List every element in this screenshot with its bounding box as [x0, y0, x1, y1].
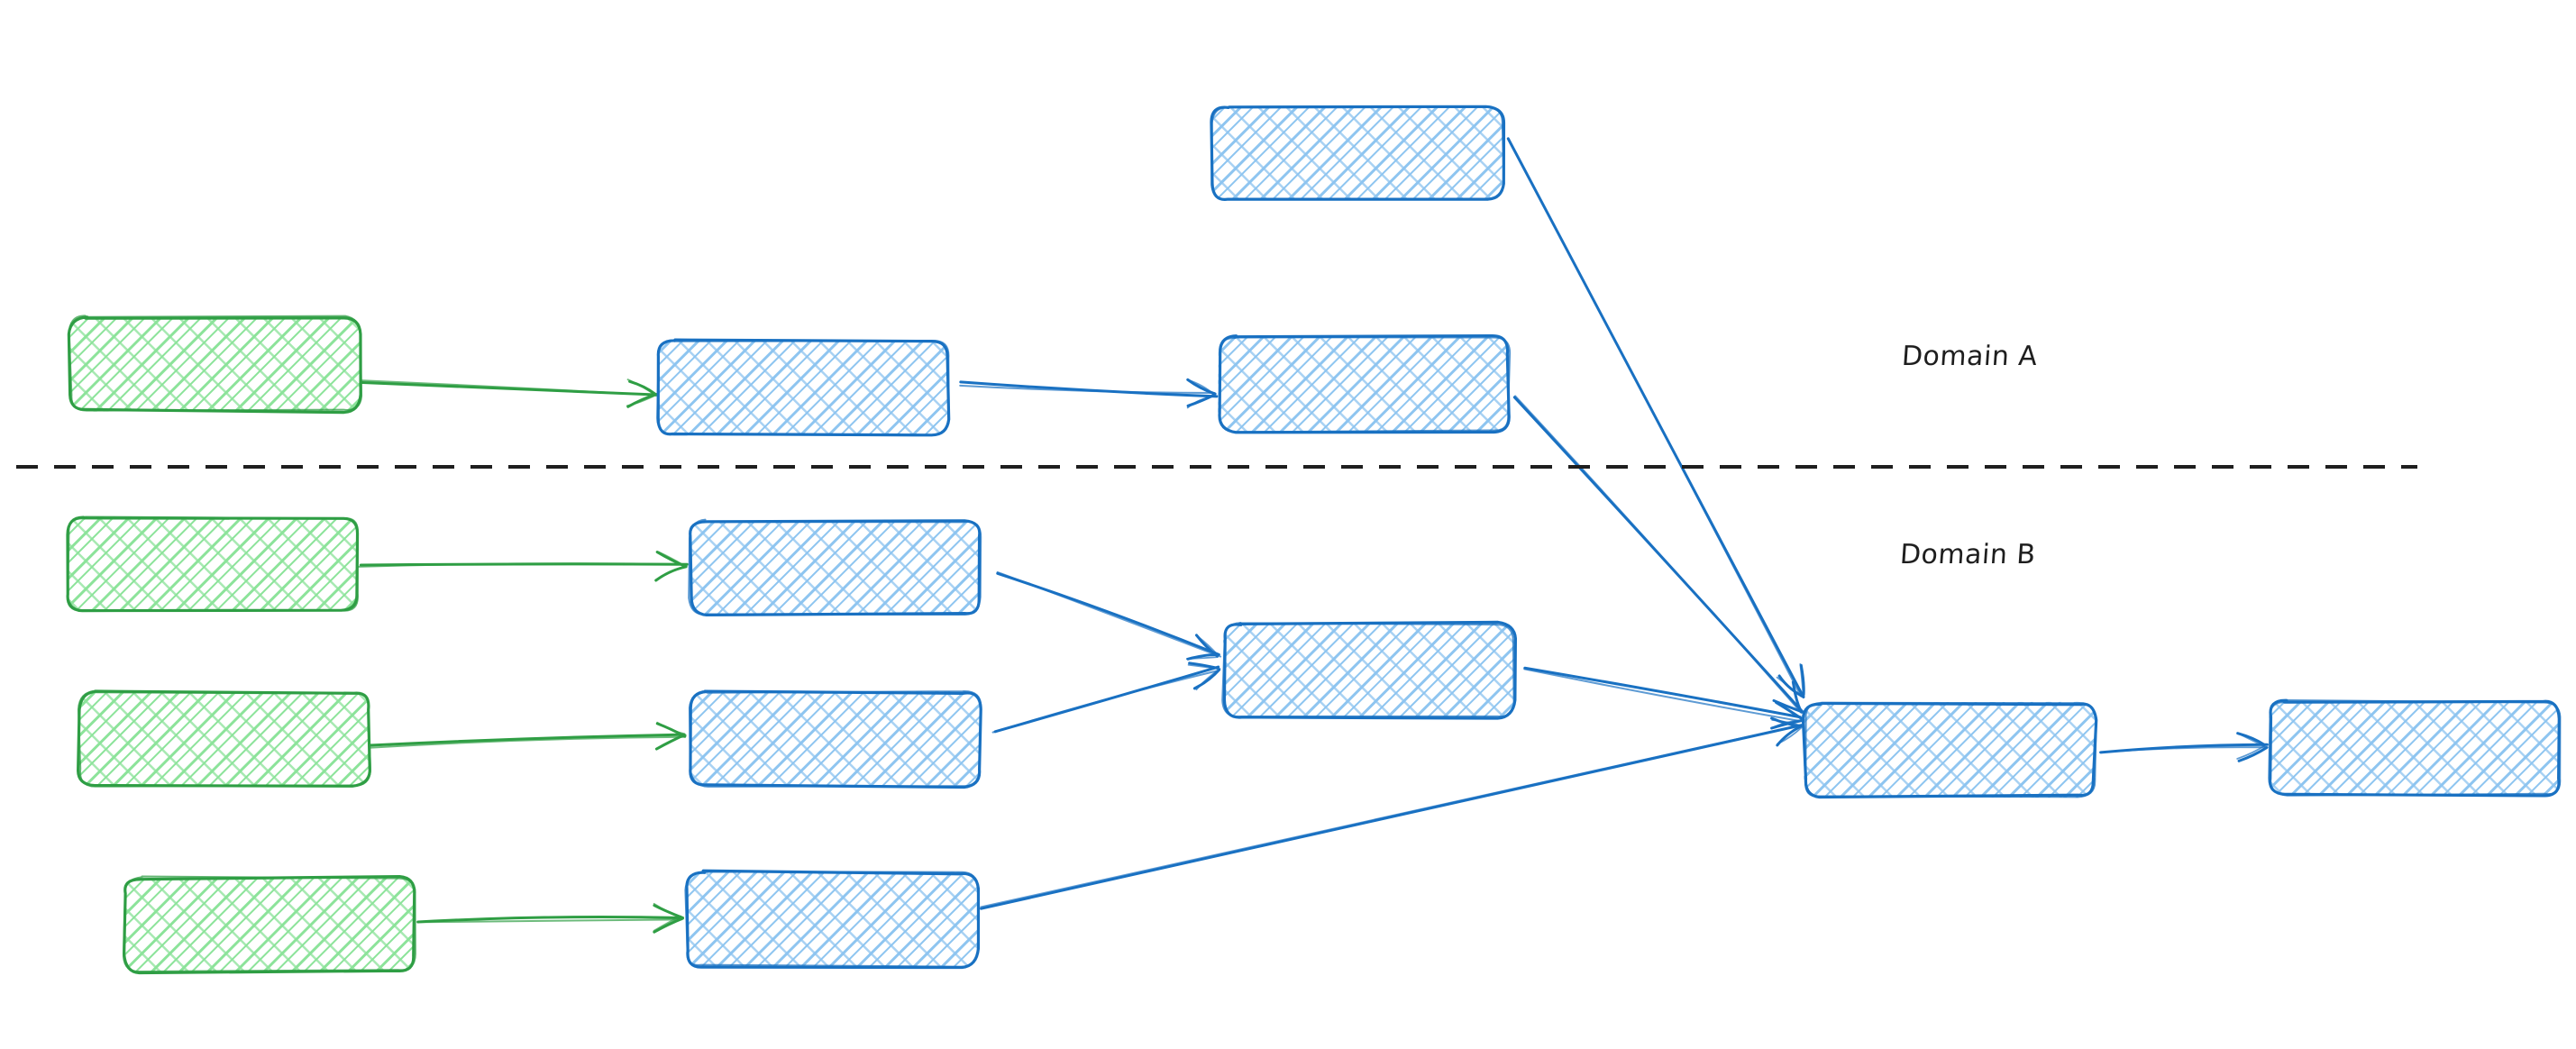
domain-b-label: Domain B — [1898, 539, 2037, 570]
process-node[interactable] — [656, 338, 951, 437]
process-node[interactable] — [688, 689, 982, 789]
edge-arrow — [959, 378, 1219, 409]
edge-arrow — [1523, 666, 1804, 730]
process-node[interactable] — [1210, 105, 1506, 201]
source-node[interactable] — [66, 515, 360, 613]
edge-arrow — [991, 661, 1221, 734]
process-node[interactable] — [1221, 620, 1517, 720]
edge-arrow — [357, 379, 659, 408]
edge-arrow — [2098, 732, 2269, 762]
edge-arrow — [996, 570, 1222, 661]
edge-arrow — [357, 551, 689, 582]
edge-arrow — [980, 716, 1804, 910]
process-node[interactable] — [2268, 698, 2562, 798]
domain-a-label: Domain A — [1900, 341, 2039, 372]
source-node[interactable] — [122, 874, 416, 975]
source-node[interactable] — [67, 315, 363, 415]
edge-arrow — [1506, 137, 1805, 699]
process-node[interactable] — [1218, 333, 1512, 434]
process-node[interactable] — [1801, 701, 2098, 799]
edge-arrow — [416, 902, 684, 934]
process-node[interactable] — [688, 518, 982, 616]
source-node[interactable] — [77, 689, 371, 788]
process-node[interactable] — [684, 869, 981, 970]
edge-arrow — [368, 721, 687, 751]
